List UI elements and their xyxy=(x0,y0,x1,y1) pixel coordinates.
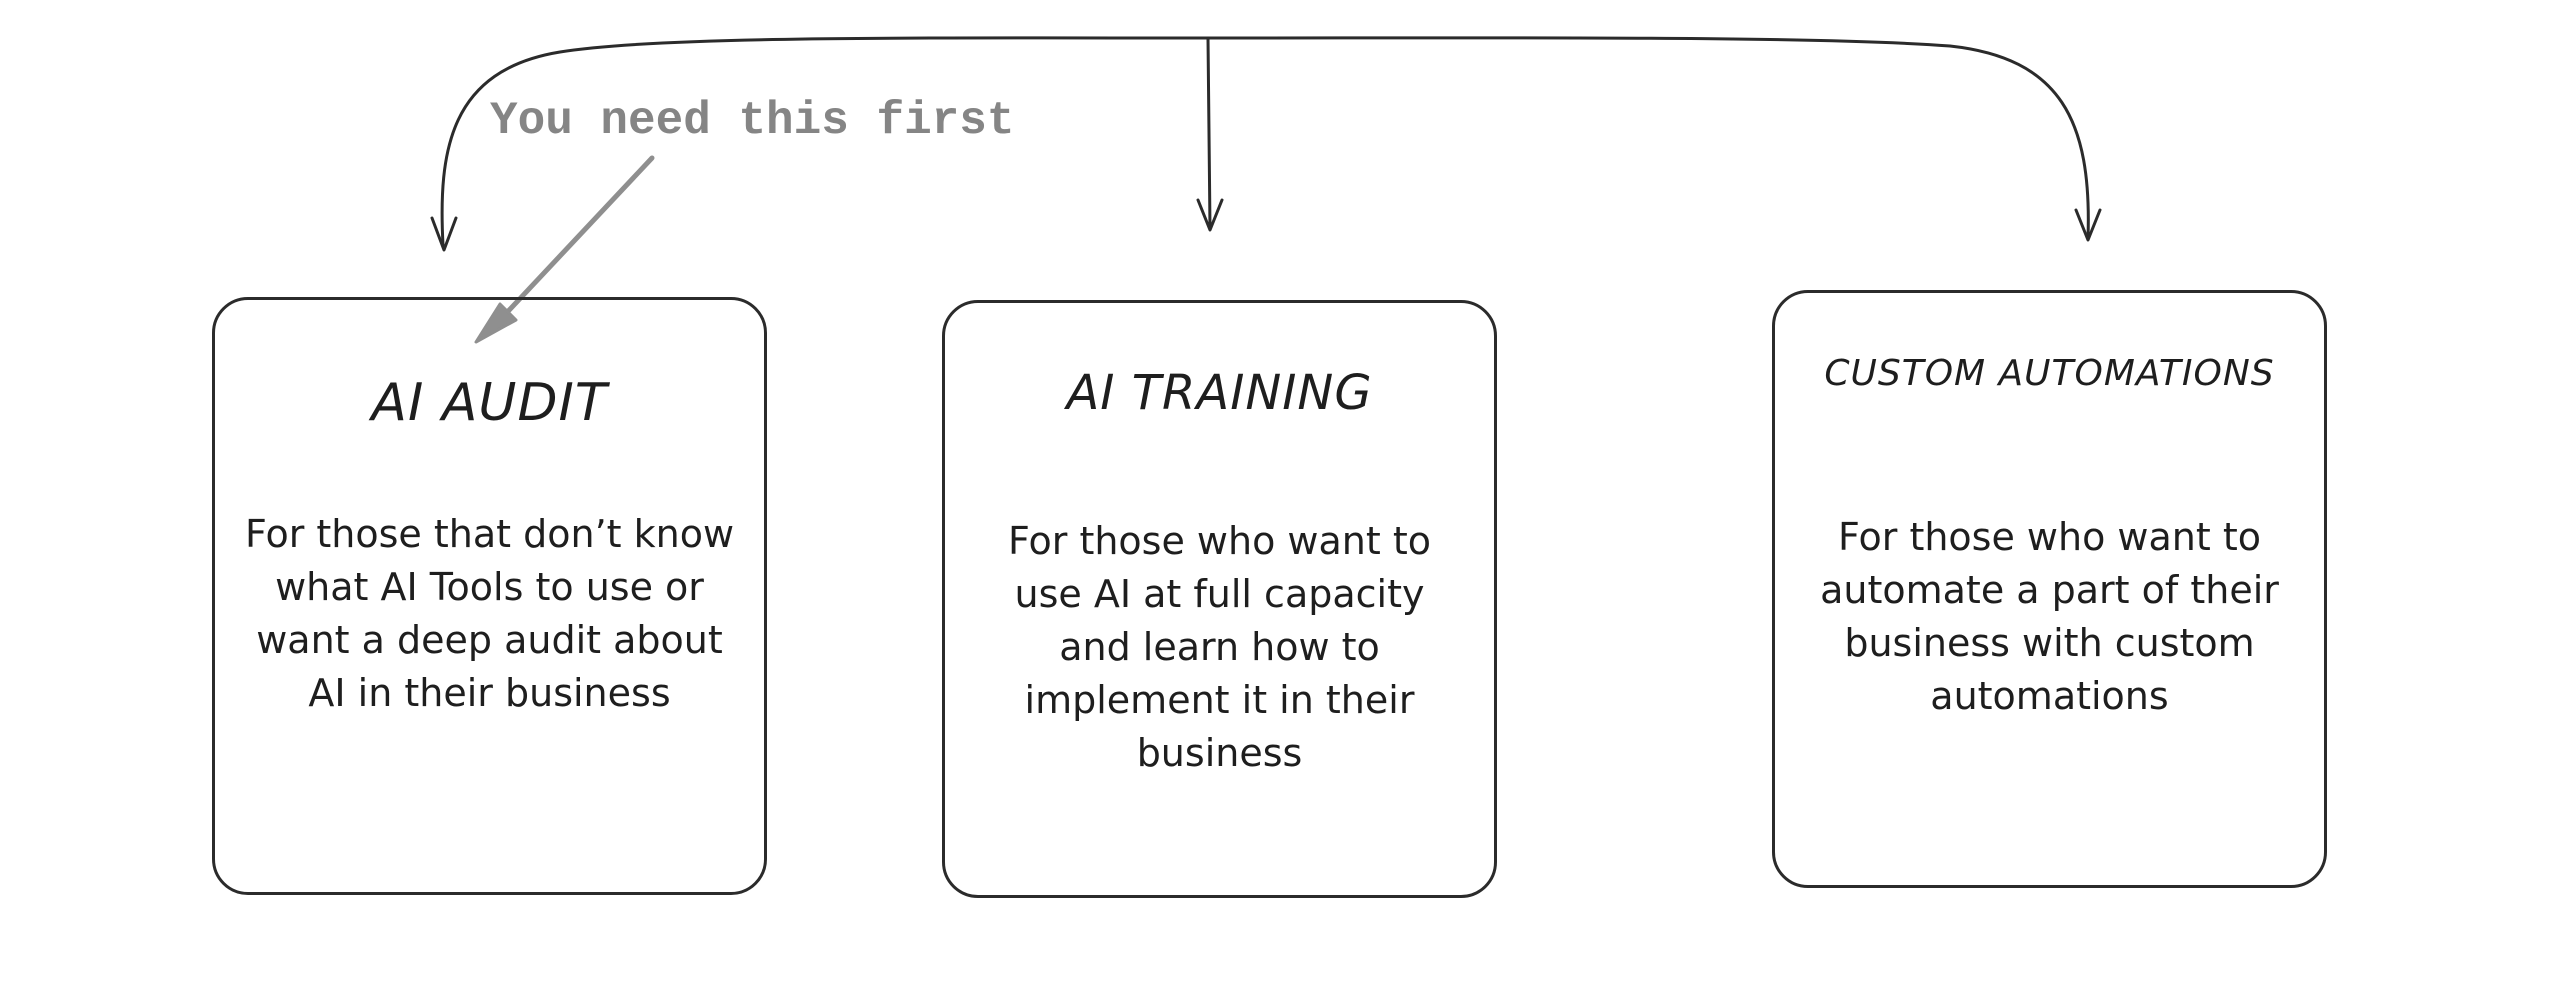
card-description: For those who want to use AI at full cap… xyxy=(1007,519,1431,775)
card-title: AI AUDIT xyxy=(371,373,608,433)
card-title: AI TRAINING xyxy=(1066,365,1373,421)
card-ai-audit: AI AUDIT For those that don’t know what … xyxy=(212,297,767,895)
note-arrowhead xyxy=(474,302,518,344)
note-arrow-line xyxy=(495,155,655,325)
card-custom-automations: CUSTOM AUTOMATIONS For those who want to… xyxy=(1772,290,2327,888)
card-description: For those who want to automate a part of… xyxy=(1820,515,2279,718)
connector-to-training xyxy=(1206,36,1212,230)
prerequisite-note: You need this first xyxy=(490,95,1015,147)
arrowhead-to-training xyxy=(1196,198,1224,232)
arrowhead-to-automations xyxy=(2074,208,2102,242)
card-ai-training: AI TRAINING For those who want to use AI… xyxy=(942,300,1497,898)
top-bracket-line xyxy=(440,36,2090,247)
arrowhead-to-audit xyxy=(430,216,458,252)
card-description: For those that don’t know what AI Tools … xyxy=(244,512,735,715)
card-title: CUSTOM AUTOMATIONS xyxy=(1824,353,2275,394)
